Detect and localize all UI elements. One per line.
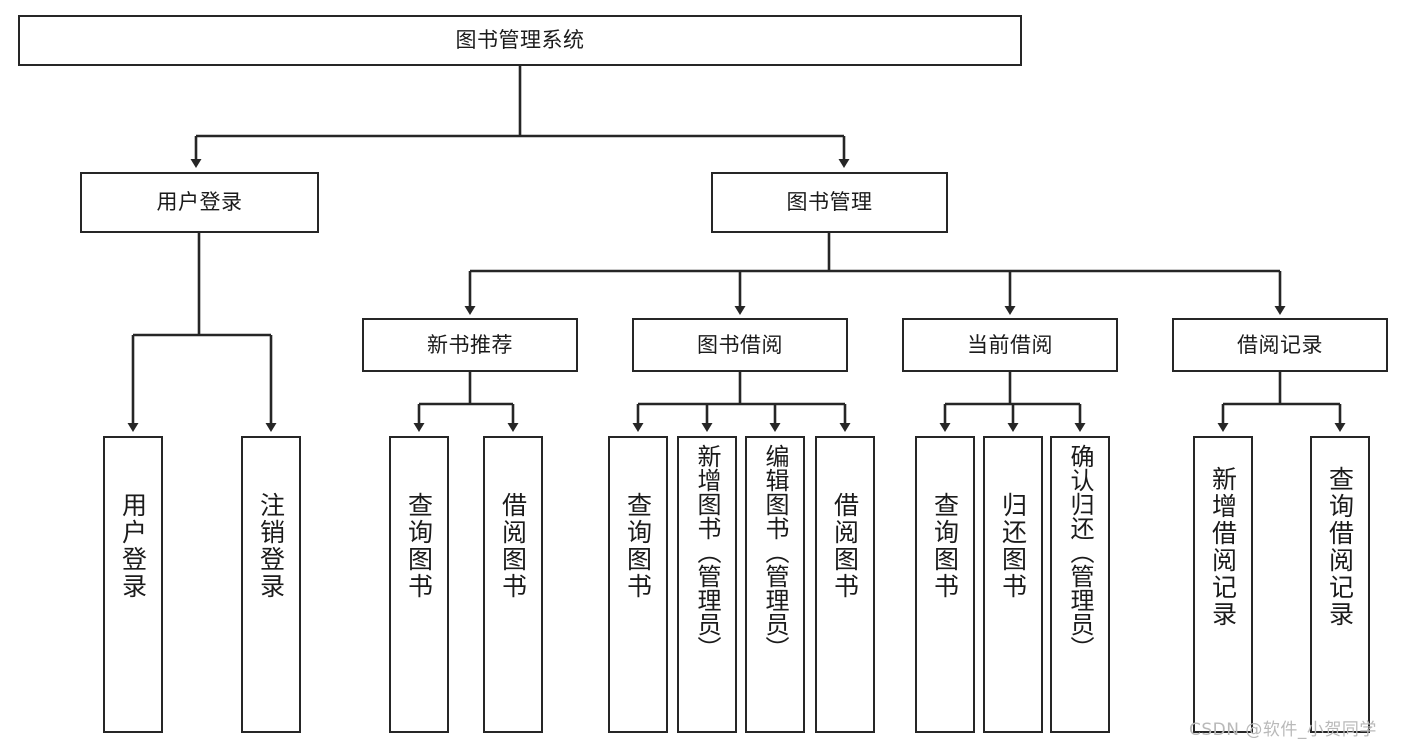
node-borrow-record-label: 借阅记录 bbox=[1237, 332, 1323, 357]
node-book-borrow[interactable]: 图书借阅 bbox=[632, 318, 848, 372]
leaf-user-login-signin-label: 用户登录 bbox=[118, 492, 148, 600]
leaf-record-query[interactable]: 查询借阅记录 bbox=[1310, 436, 1370, 733]
leaf-borrow-query-book-label: 查询图书 bbox=[623, 492, 653, 600]
leaf-record-query-label: 查询借阅记录 bbox=[1325, 466, 1355, 628]
node-new-book-recommend-label: 新书推荐 bbox=[427, 332, 513, 357]
leaf-recommend-borrow-book-label: 借阅图书 bbox=[498, 492, 528, 600]
leaf-recommend-query-book-label: 查询图书 bbox=[404, 492, 434, 600]
leaf-current-return-book-label: 归还图书 bbox=[998, 492, 1028, 600]
leaf-current-confirm-return-label: 确认归还（管理员） bbox=[1066, 444, 1094, 660]
leaf-borrow-borrow-book[interactable]: 借阅图书 bbox=[815, 436, 875, 733]
leaf-current-confirm-return[interactable]: 确认归还（管理员） bbox=[1050, 436, 1110, 733]
leaf-record-add-label: 新增借阅记录 bbox=[1208, 466, 1238, 628]
node-root[interactable]: 图书管理系统 bbox=[18, 15, 1022, 66]
node-user-login-label: 用户登录 bbox=[156, 190, 243, 215]
node-book-management-label: 图书管理 bbox=[786, 190, 873, 215]
leaf-current-query-book-label: 查询图书 bbox=[930, 492, 960, 600]
leaf-borrow-edit-book[interactable]: 编辑图书（管理员） bbox=[745, 436, 805, 733]
leaf-borrow-borrow-book-label: 借阅图书 bbox=[830, 492, 860, 600]
node-borrow-record[interactable]: 借阅记录 bbox=[1172, 318, 1388, 372]
leaf-recommend-query-book[interactable]: 查询图书 bbox=[389, 436, 449, 733]
leaf-user-login-signout[interactable]: 注销登录 bbox=[241, 436, 301, 733]
leaf-record-add[interactable]: 新增借阅记录 bbox=[1193, 436, 1253, 733]
node-book-borrow-label: 图书借阅 bbox=[697, 332, 783, 357]
leaf-borrow-edit-book-label: 编辑图书（管理员） bbox=[761, 444, 789, 660]
leaf-borrow-add-book[interactable]: 新增图书（管理员） bbox=[677, 436, 737, 733]
leaf-borrow-query-book[interactable]: 查询图书 bbox=[608, 436, 668, 733]
leaf-current-query-book[interactable]: 查询图书 bbox=[915, 436, 975, 733]
node-current-borrow[interactable]: 当前借阅 bbox=[902, 318, 1118, 372]
node-user-login[interactable]: 用户登录 bbox=[80, 172, 319, 233]
leaf-user-login-signin[interactable]: 用户登录 bbox=[103, 436, 163, 733]
node-new-book-recommend[interactable]: 新书推荐 bbox=[362, 318, 578, 372]
node-book-management[interactable]: 图书管理 bbox=[711, 172, 948, 233]
node-root-label: 图书管理系统 bbox=[455, 28, 585, 53]
leaf-current-return-book[interactable]: 归还图书 bbox=[983, 436, 1043, 733]
node-current-borrow-label: 当前借阅 bbox=[967, 332, 1053, 357]
leaf-recommend-borrow-book[interactable]: 借阅图书 bbox=[483, 436, 543, 733]
leaf-borrow-add-book-label: 新增图书（管理员） bbox=[693, 444, 721, 660]
leaf-user-login-signout-label: 注销登录 bbox=[256, 492, 286, 600]
